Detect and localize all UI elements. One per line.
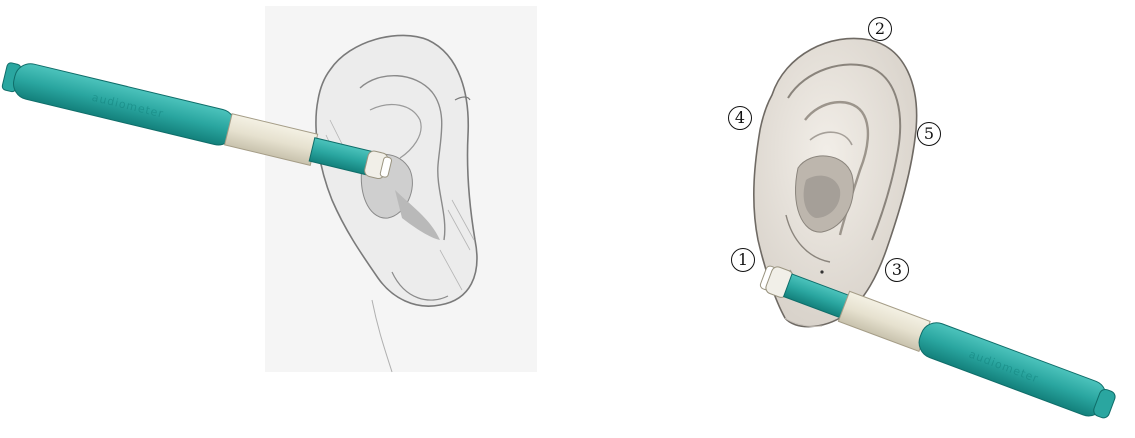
marker-1: 1 bbox=[731, 248, 755, 272]
marker-3: 3 bbox=[885, 258, 909, 282]
right-panel: audiometer 1 2 3 4 5 bbox=[560, 0, 1135, 438]
right-illustration: audiometer bbox=[560, 0, 1135, 438]
marker-2: 2 bbox=[868, 17, 892, 41]
marker-4: 4 bbox=[728, 106, 752, 130]
left-illustration: audiometer bbox=[0, 0, 560, 438]
ear-sketch-icon bbox=[265, 6, 537, 372]
left-panel: audiometer bbox=[0, 0, 560, 438]
marker-5: 5 bbox=[917, 122, 941, 146]
probe-pen-icon: audiometer bbox=[757, 259, 1118, 423]
